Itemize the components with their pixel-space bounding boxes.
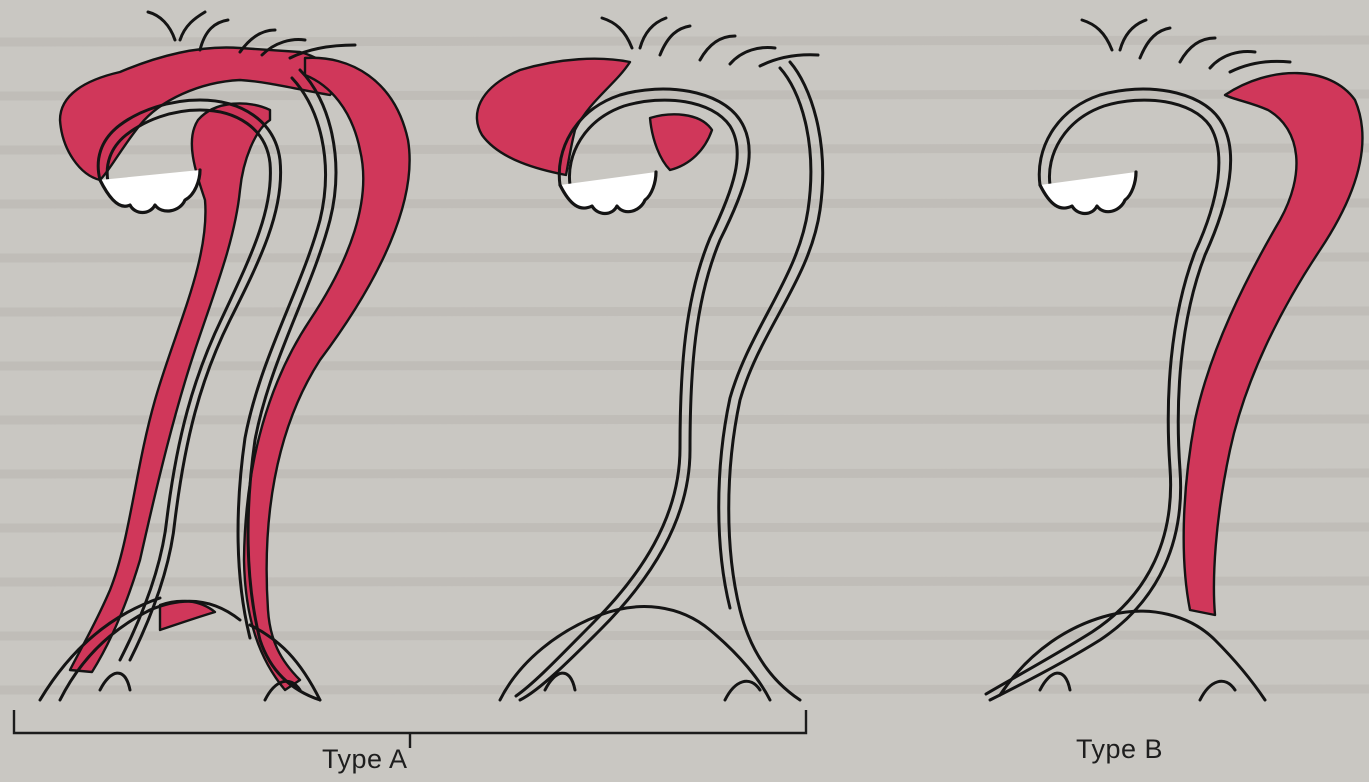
arch-branches	[1082, 20, 1290, 72]
aorta-type-b	[986, 20, 1362, 700]
type-a-bracket	[14, 710, 806, 748]
dissection-descending-b	[1184, 73, 1363, 615]
type-a-label: Type A	[322, 744, 408, 775]
dissection-inner-arch	[650, 114, 712, 170]
vessel-wall-right	[729, 62, 823, 700]
aorta-type-a-ascending	[477, 18, 823, 700]
dissection-ascending-large	[477, 59, 630, 175]
aorta-type-a-extensive	[40, 12, 410, 700]
type-b-label: Type B	[1076, 734, 1163, 765]
